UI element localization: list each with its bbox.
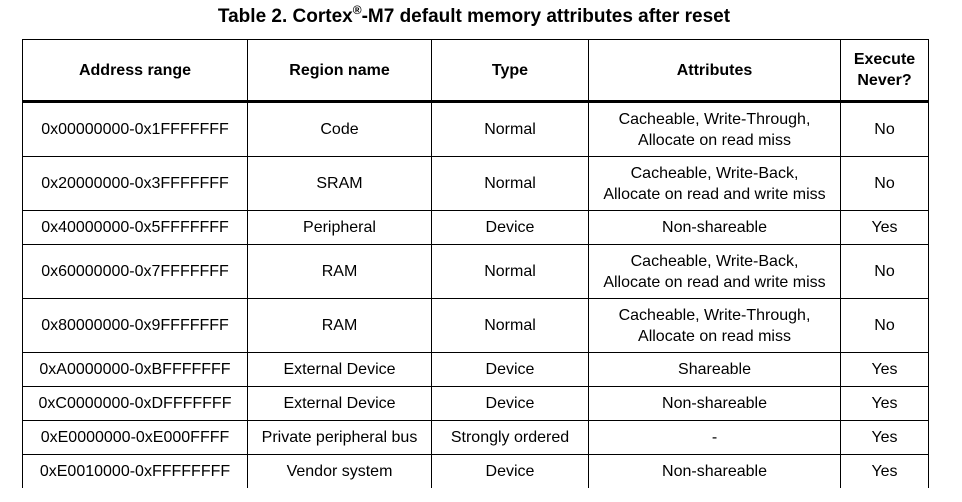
cell-execute-never: Yes: [840, 454, 929, 488]
table-row: 0xC0000000-0xDFFFFFFF External Device De…: [22, 386, 929, 421]
cell-execute-never: No: [840, 156, 929, 211]
cell-attributes: Shareable: [588, 352, 841, 387]
table-header-row: Address range Region name Type Attribute…: [22, 39, 929, 103]
cell-attributes-line1: Cacheable, Write-Back,: [630, 164, 799, 182]
caption-suffix: -M7 default memory attributes after rese…: [361, 6, 731, 27]
table-row: 0xE0010000-0xFFFFFFFF Vendor system Devi…: [22, 454, 929, 488]
cell-execute-never: Yes: [840, 386, 929, 421]
cell-attributes-line2: Allocate on read miss: [638, 131, 791, 149]
cell-address-range: 0xA0000000-0xBFFFFFFF: [22, 352, 248, 387]
cell-type: Device: [431, 454, 589, 488]
cell-address-range: 0xE0000000-0xE000FFFF: [22, 420, 248, 455]
cell-execute-never: Yes: [840, 352, 929, 387]
header-region-name: Region name: [247, 39, 432, 103]
cell-type: Normal: [431, 156, 589, 211]
cell-attributes: Cacheable, Write-Back, Allocate on read a…: [588, 156, 841, 211]
cell-attributes: -: [588, 420, 841, 455]
cell-attributes-line1: Cacheable, Write-Back,: [630, 252, 799, 270]
cell-region-name: RAM: [247, 244, 432, 299]
cell-execute-never: No: [840, 244, 929, 299]
cell-region-name: Code: [247, 101, 432, 157]
table-row: 0x40000000-0x5FFFFFFF Peripheral Device …: [22, 210, 929, 245]
table-row: 0xE0000000-0xE000FFFF Private peripheral…: [22, 420, 929, 455]
caption-prefix: Table 2. Cortex: [217, 6, 353, 27]
cell-execute-never: Yes: [840, 210, 929, 245]
cell-region-name: Private peripheral bus: [247, 420, 432, 455]
header-execute-never-line1: Execute: [853, 51, 916, 68]
registered-trademark-symbol: ®: [352, 2, 362, 17]
cell-region-name: SRAM: [247, 156, 432, 211]
cell-type: Device: [431, 386, 589, 421]
cell-type: Normal: [431, 101, 589, 157]
table-row: 0x60000000-0x7FFFFFFF RAM Normal Cacheab…: [22, 244, 929, 299]
cell-region-name: Peripheral: [247, 210, 432, 245]
cell-execute-never: No: [840, 298, 929, 353]
cell-address-range: 0x60000000-0x7FFFFFFF: [22, 244, 248, 299]
table-row: 0x80000000-0x9FFFFFFF RAM Normal Cacheab…: [22, 298, 929, 353]
cell-address-range: 0x20000000-0x3FFFFFFF: [22, 156, 248, 211]
cell-attributes: Non-shareable: [588, 454, 841, 488]
cell-attributes-line1: Cacheable, Write-Through,: [618, 110, 811, 128]
cell-type: Normal: [431, 298, 589, 353]
cell-region-name: External Device: [247, 352, 432, 387]
table-row: 0x00000000-0x1FFFFFFF Code Normal Cachea…: [22, 101, 929, 157]
cell-address-range: 0x80000000-0x9FFFFFFF: [22, 298, 248, 353]
cell-type: Strongly ordered: [431, 420, 589, 455]
header-address-range: Address range: [22, 39, 248, 103]
cell-region-name: Vendor system: [247, 454, 432, 488]
cell-attributes-line1: Cacheable, Write-Through,: [618, 306, 811, 324]
cell-attributes: Cacheable, Write-Through, Allocate on rea…: [588, 298, 841, 353]
cell-region-name: External Device: [247, 386, 432, 421]
header-type: Type: [431, 39, 589, 103]
cell-address-range: 0xC0000000-0xDFFFFFFF: [22, 386, 248, 421]
header-attributes: Attributes: [588, 39, 841, 103]
cell-attributes: Non-shareable: [588, 210, 841, 245]
cell-type: Device: [431, 352, 589, 387]
cell-attributes-line2: Allocate on read miss: [638, 327, 791, 345]
cell-execute-never: No: [840, 101, 929, 157]
cell-region-name: RAM: [247, 298, 432, 353]
table-caption: Table 2. Cortex®-M7 default memory attri…: [0, 2, 948, 28]
cell-attributes: Non-shareable: [588, 386, 841, 421]
header-execute-never-line2: Never?: [857, 72, 912, 89]
table-row: 0xA0000000-0xBFFFFFFF External Device De…: [22, 352, 929, 387]
cell-attributes-line2: Allocate on read and write miss: [603, 273, 826, 291]
cell-type: Device: [431, 210, 589, 245]
cell-attributes-line2: Allocate on read and write miss: [603, 185, 826, 203]
memory-attributes-table: Address range Region name Type Attribute…: [22, 39, 929, 488]
table-row: 0x20000000-0x3FFFFFFF SRAM Normal Cachea…: [22, 156, 929, 211]
cell-address-range: 0x00000000-0x1FFFFFFF: [22, 101, 248, 157]
cell-attributes: Cacheable, Write-Back, Allocate on read a…: [588, 244, 841, 299]
cell-execute-never: Yes: [840, 420, 929, 455]
cell-attributes: Cacheable, Write-Through, Allocate on rea…: [588, 101, 841, 157]
cell-address-range: 0xE0010000-0xFFFFFFFF: [22, 454, 248, 488]
cell-address-range: 0x40000000-0x5FFFFFFF: [22, 210, 248, 245]
cell-type: Normal: [431, 244, 589, 299]
